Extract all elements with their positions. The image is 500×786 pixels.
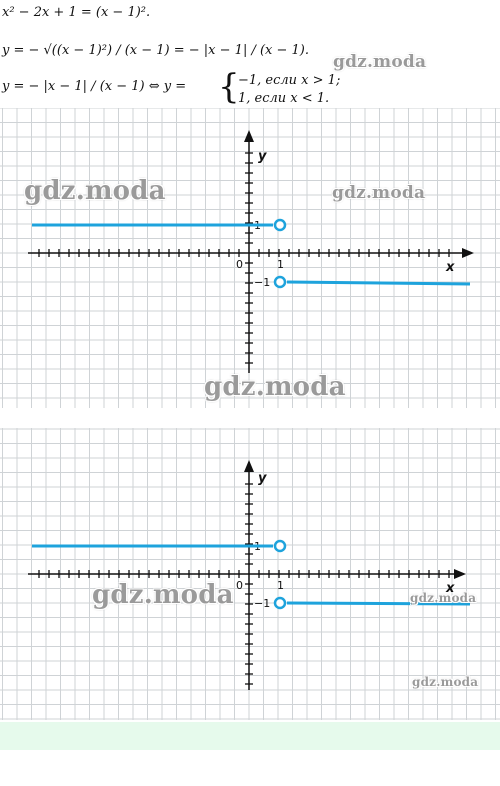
x-axis-label: x — [445, 260, 455, 275]
open-point-yneg1 — [273, 275, 287, 289]
graph-panel-2: x y 0 1 1 −1 gdz.moda gdz.moda gdz.moda — [0, 428, 500, 720]
watermark: gdz.moda — [92, 580, 234, 610]
x-tick-label-1: 1 — [277, 579, 284, 592]
watermark: gdz.moda — [333, 52, 427, 72]
watermark: gdz.moda — [412, 675, 479, 689]
x-axis-2 — [28, 569, 466, 579]
watermark: gdz.moda — [204, 372, 346, 402]
case-2: 1, если x < 1. — [238, 91, 330, 106]
graph-panel-1: x y 0 1 1 −1 gdz.moda gdz.moda gdz.moda — [0, 108, 500, 408]
series-line-yneg1 — [286, 280, 471, 286]
origin-label: 0 — [236, 258, 243, 271]
watermark: gdz.moda — [332, 183, 426, 203]
solution-line-3: y = − |x − 1| / (x − 1) ⇔ y = — [2, 79, 187, 94]
y-axis-1 — [244, 130, 254, 373]
y-axis-label: y — [258, 149, 267, 164]
watermark: gdz.moda — [24, 176, 166, 206]
solution-line-1: x² − 2x + 1 = (x − 1)². — [2, 5, 151, 20]
footer-bar — [0, 722, 500, 750]
watermark: gdz.moda — [410, 591, 477, 605]
case-brace: { — [218, 67, 240, 107]
x-axis-label: x — [445, 581, 455, 596]
open-point-y1 — [273, 539, 287, 553]
y-axis-label: y — [258, 471, 267, 486]
series-line-yneg1 — [286, 601, 471, 606]
y-axis-2 — [244, 460, 254, 690]
case-1: −1, если x > 1; — [238, 73, 341, 88]
graph-svg-2: x y 0 1 1 −1 — [0, 428, 500, 720]
open-point-yneg1 — [273, 596, 287, 610]
x-tick-label-1: 1 — [277, 258, 284, 271]
open-point-y1 — [273, 218, 287, 232]
graph-svg-1: x y 0 1 1 −1 — [0, 108, 500, 408]
y-tick-label-neg1: −1 — [254, 597, 270, 610]
y-tick-label-neg1: −1 — [254, 276, 270, 289]
origin-label: 0 — [236, 579, 243, 592]
x-axis-1 — [28, 248, 474, 258]
solution-line-2: y = − √((x − 1)²) / (x − 1) = − |x − 1| … — [2, 43, 309, 58]
solution-block: x² − 2x + 1 = (x − 1)². y = − √((x − 1)²… — [0, 0, 500, 108]
